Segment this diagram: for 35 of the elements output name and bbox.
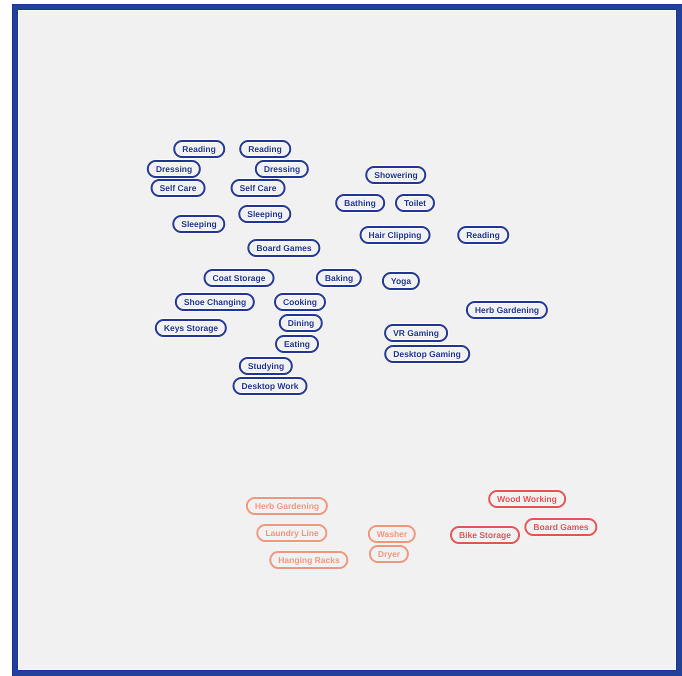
activity-tag: Self Care — [150, 179, 206, 197]
activity-tag: Cooking — [274, 293, 326, 311]
activity-tag: Sleeping — [238, 205, 292, 223]
activity-tag: Bathing — [335, 194, 385, 212]
activity-tag: Board Games — [247, 239, 321, 257]
activity-tag: Eating — [275, 335, 319, 353]
activity-tag: Desktop Work — [232, 377, 308, 395]
activity-tag: Dressing — [254, 160, 310, 178]
activity-tag: Shoe Changing — [174, 293, 256, 311]
activity-tag: Studying — [238, 357, 294, 375]
activity-tag: Reading — [173, 140, 225, 158]
activity-tag: Yoga — [382, 272, 420, 290]
activity-tag: Dryer — [368, 545, 410, 563]
activity-tag: Hair Clipping — [360, 226, 430, 244]
activity-tag: Board Games — [524, 518, 598, 536]
activity-tag: Toilet — [394, 194, 436, 212]
activity-tag: Herb Gardening — [466, 301, 548, 319]
activity-tag: Self Care — [230, 179, 286, 197]
activity-tag: Laundry Line — [256, 524, 328, 542]
activity-tag: Sleeping — [172, 215, 226, 233]
activity-tag: Desktop Gaming — [384, 345, 470, 363]
activity-tag: Washer — [368, 525, 416, 543]
activity-tag: VR Gaming — [384, 324, 448, 342]
activity-tag: Reading — [457, 226, 509, 244]
activity-tag: Bike Storage — [450, 526, 520, 544]
activity-tag: Keys Storage — [154, 319, 228, 337]
activity-tag: Dressing — [146, 160, 202, 178]
activity-tag: Baking — [316, 269, 362, 287]
activity-tag: Showering — [365, 166, 427, 184]
activity-tag: Wood Working — [488, 490, 566, 508]
activity-tag: Hanging Racks — [269, 551, 349, 569]
activity-tag: Herb Gardening — [246, 497, 328, 515]
activity-tag: Coat Storage — [204, 269, 274, 287]
activity-tag: Reading — [239, 140, 291, 158]
activity-tag: Dining — [278, 314, 324, 332]
